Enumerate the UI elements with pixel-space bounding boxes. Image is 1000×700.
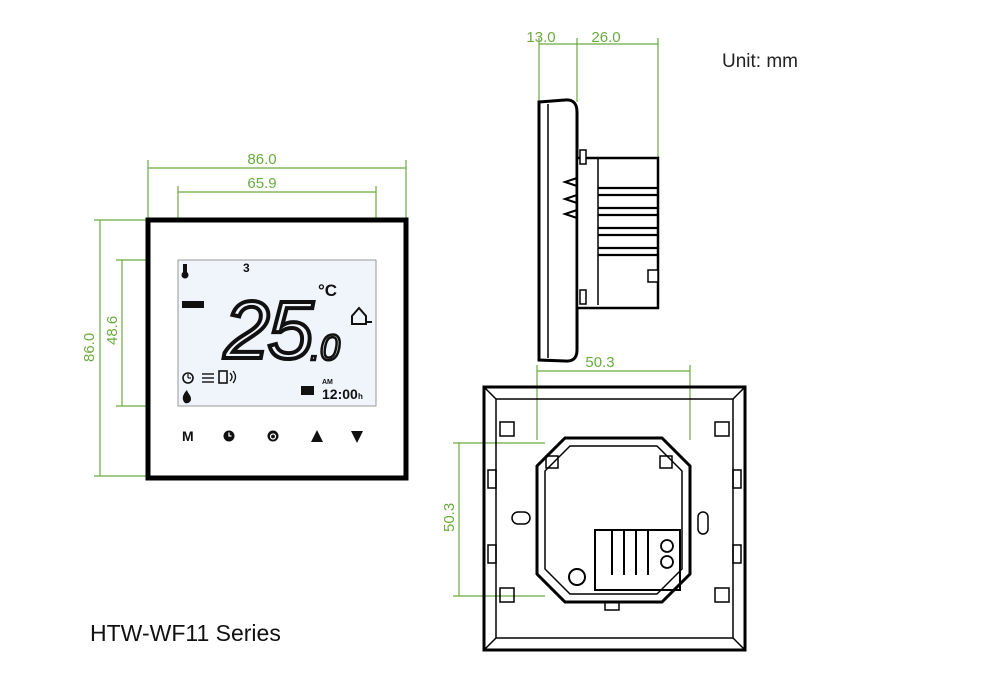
box-height-label: 50.3 (441, 503, 458, 532)
series-label: HTW-WF11 Series (90, 620, 281, 646)
back-dimensions (453, 365, 691, 597)
flame-icon (182, 390, 191, 404)
depth-front-label: 13.0 (526, 29, 555, 46)
mode-indicator (182, 301, 204, 308)
unit-label: Unit: mm (722, 51, 798, 72)
window-sound-icon (218, 370, 237, 384)
back-view: 50.3 50.3 (441, 354, 747, 652)
home-icon (351, 306, 372, 325)
lcd-temperature-digits: 25 (223, 285, 314, 376)
svg-text:M: M (182, 428, 194, 444)
thermometer-icon (181, 264, 189, 279)
lcd-temperature-decimal: .0 (310, 327, 340, 368)
side-dimensions (538, 38, 659, 158)
up-button[interactable] (311, 430, 323, 442)
lcd-day-number: 3 (243, 261, 250, 275)
lcd-temp-unit: °C (318, 281, 337, 300)
side-profile (537, 98, 660, 363)
depth-back-label: 26.0 (591, 29, 620, 46)
lcd-clock-ampm: AM (322, 379, 333, 386)
menu-button[interactable]: M (182, 428, 194, 444)
touch-buttons: M (182, 428, 363, 444)
clock-button[interactable] (223, 430, 235, 442)
front-view: 86.0 65.9 86.0 48.6 3 25 .0 °C (81, 151, 409, 481)
lock-indicator (301, 386, 314, 395)
height-screen-label: 48.6 (104, 316, 121, 345)
box-width-label: 50.3 (585, 354, 614, 371)
back-plate (482, 385, 747, 652)
heating-icon (202, 373, 214, 383)
clock-icon (182, 372, 194, 384)
width-screen-label: 65.9 (247, 175, 276, 192)
lcd-clock-suffix: h (358, 392, 363, 401)
height-outer-label: 86.0 (81, 333, 98, 362)
width-outer-label: 86.0 (247, 151, 276, 168)
power-button[interactable] (267, 430, 279, 442)
side-view: 13.0 26.0 (526, 29, 660, 363)
lcd-screen: 3 25 .0 °C (177, 259, 377, 407)
lcd-clock-time: 12:00 (322, 386, 358, 402)
down-button[interactable] (351, 431, 363, 443)
